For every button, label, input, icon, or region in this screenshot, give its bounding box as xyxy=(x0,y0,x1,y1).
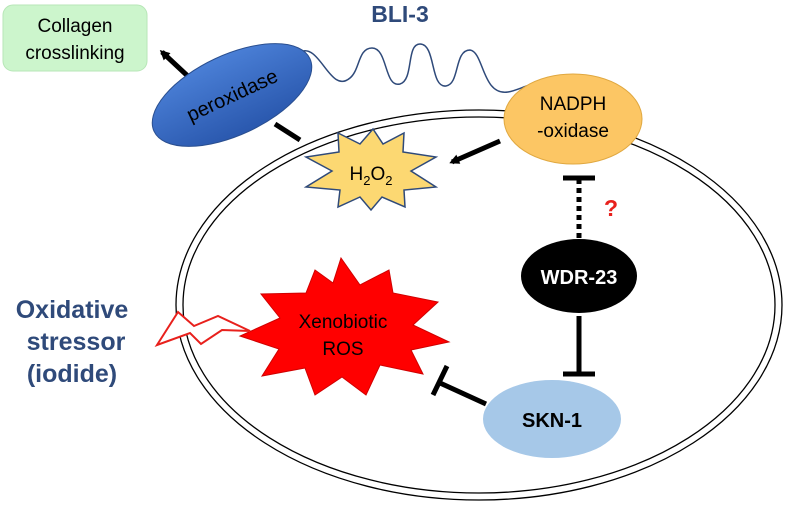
wdr23-node: WDR-23 xyxy=(521,239,637,313)
cell-membrane xyxy=(175,109,783,501)
collagen-crosslinking-box: Collagen crosslinking xyxy=(2,4,148,72)
nadph-label-line2: -oxidase xyxy=(537,121,609,142)
h2o2-label: H2O2 xyxy=(350,164,393,188)
skn1-node: SKN-1 xyxy=(483,380,621,458)
peroxidase-node: peroxidase xyxy=(151,43,313,147)
xeno-label-line2: ROS xyxy=(322,339,363,360)
nadph-to-h2o2-arrow xyxy=(449,138,502,165)
oxidative-stressor-label: Oxidative stressor (iodide) xyxy=(16,296,129,388)
stressor-line1: Oxidative xyxy=(16,296,129,324)
skn1-to-xeno-inhibition xyxy=(430,364,488,407)
bli3-transmembrane-squiggle xyxy=(299,43,549,93)
wdr23-label: WDR-23 xyxy=(541,267,618,289)
stressor-line2: stressor xyxy=(27,328,126,356)
xenobiotic-ros-starburst xyxy=(238,256,451,396)
h2o2-node: H2O2 xyxy=(303,127,439,212)
bli3-label: BLI-3 xyxy=(371,1,429,27)
h2o2-to-peroxidase-link xyxy=(273,121,302,143)
h2o2-starburst xyxy=(303,127,439,212)
collagen-label-line2: crosslinking xyxy=(25,43,124,64)
nadph-oxidase-node: NADPH -oxidase xyxy=(503,73,643,165)
question-mark: ? xyxy=(604,195,618,221)
wdr23-to-skn1-inhibition xyxy=(563,316,595,377)
nadph-label-line1: NADPH xyxy=(540,94,607,115)
wdr23-to-nadph-inhibition-dashed xyxy=(563,175,595,238)
xeno-label-line1: Xenobiotic xyxy=(299,312,388,333)
skn1-label: SKN-1 xyxy=(522,410,582,432)
collagen-label-line1: Collagen xyxy=(38,16,113,37)
stressor-line3: (iodide) xyxy=(27,360,117,388)
lightning-bolt-icon xyxy=(154,310,251,347)
xenobiotic-ros-node: Xenobiotic ROS xyxy=(238,256,451,396)
